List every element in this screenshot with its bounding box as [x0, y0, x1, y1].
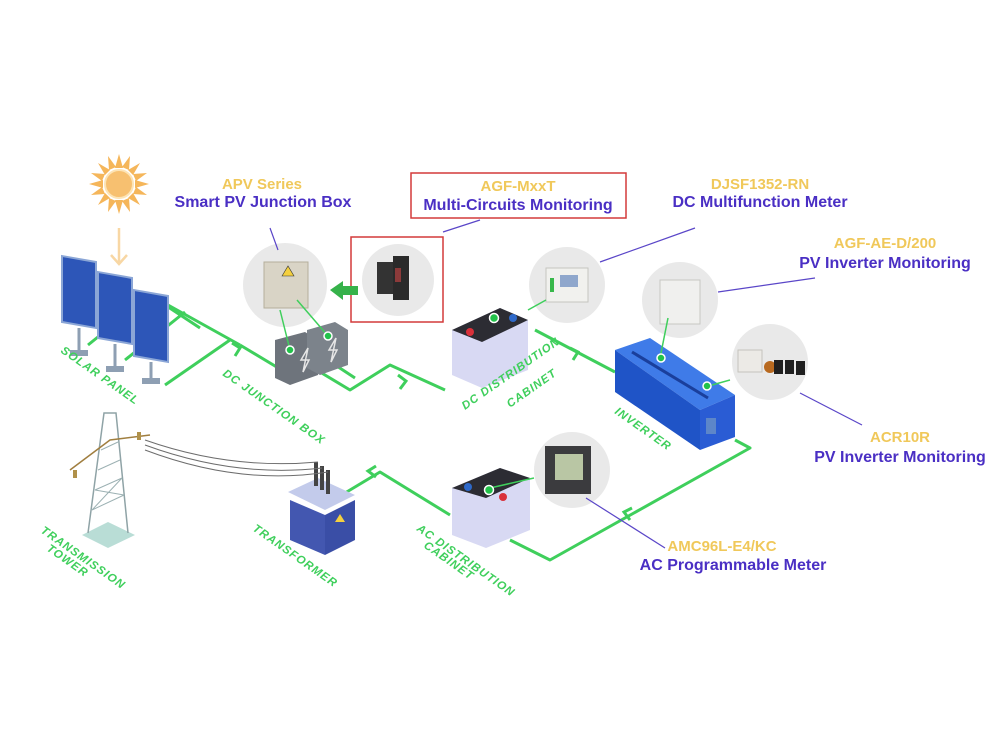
acr10r-image [732, 324, 808, 400]
transformer [288, 462, 355, 555]
djsf1352-meter-image [529, 247, 605, 323]
callout-agf-mxxt: AGF-MxxT Multi-Circuits Monitoring [423, 178, 612, 214]
solar-panel-array [61, 254, 169, 384]
dc-junction-box-label: DC JUNCTION BOX [220, 368, 327, 448]
agf-mxxt-image-highlight [350, 236, 444, 323]
agf-mxxt-description: Multi-Circuits Monitoring [423, 197, 612, 214]
acr10r-model: ACR10R [870, 429, 930, 446]
agf-ae-d200-image [642, 262, 718, 338]
apv-description: Smart PV Junction Box [175, 194, 352, 211]
power-lines [144, 439, 329, 477]
callout-djsf1352: DJSF1352-RN DC Multifunction Meter [672, 176, 847, 211]
callout-acr10r: ACR10R PV Inverter Monitoring [814, 429, 986, 466]
transmission-tower [69, 412, 151, 548]
inverter [615, 338, 735, 450]
apv-junction-box-image [243, 243, 327, 327]
agf-ae-description: PV Inverter Monitoring [799, 255, 971, 272]
dc-junction-box [275, 322, 348, 385]
arrow-left-icon [330, 281, 358, 300]
agf-mxxt-module-image [362, 244, 434, 316]
agf-mxxt-model: AGF-MxxT [481, 178, 556, 195]
agf-ae-model: AGF-AE-D/200 [834, 235, 937, 252]
solar-panel-label: SOLAR PANEL [58, 345, 141, 408]
agf-mxxt-highlight-box [410, 172, 627, 219]
amc96l-meter-image [534, 432, 610, 508]
ac-distribution-cabinet [452, 468, 530, 548]
apv-model: APV Series [222, 176, 302, 193]
callout-agf-ae: AGF-AE-D/200 PV Inverter Monitoring [799, 235, 971, 272]
amc96l-description: AC Programmable Meter [640, 557, 827, 574]
flow-arrows [231, 341, 633, 521]
djsf1352-description: DC Multifunction Meter [672, 194, 847, 211]
acr10r-description: PV Inverter Monitoring [814, 449, 986, 466]
sunlight-arrow-icon [110, 228, 128, 266]
dc-distribution-cabinet [452, 308, 528, 388]
sun-icon [89, 154, 149, 214]
callout-apv: APV Series Smart PV Junction Box [175, 176, 352, 211]
amc96l-model: AMC96L-E4/KC [667, 538, 776, 555]
callout-amc96l: AMC96L-E4/KC AC Programmable Meter [640, 538, 827, 574]
djsf1352-model: DJSF1352-RN [711, 176, 809, 193]
